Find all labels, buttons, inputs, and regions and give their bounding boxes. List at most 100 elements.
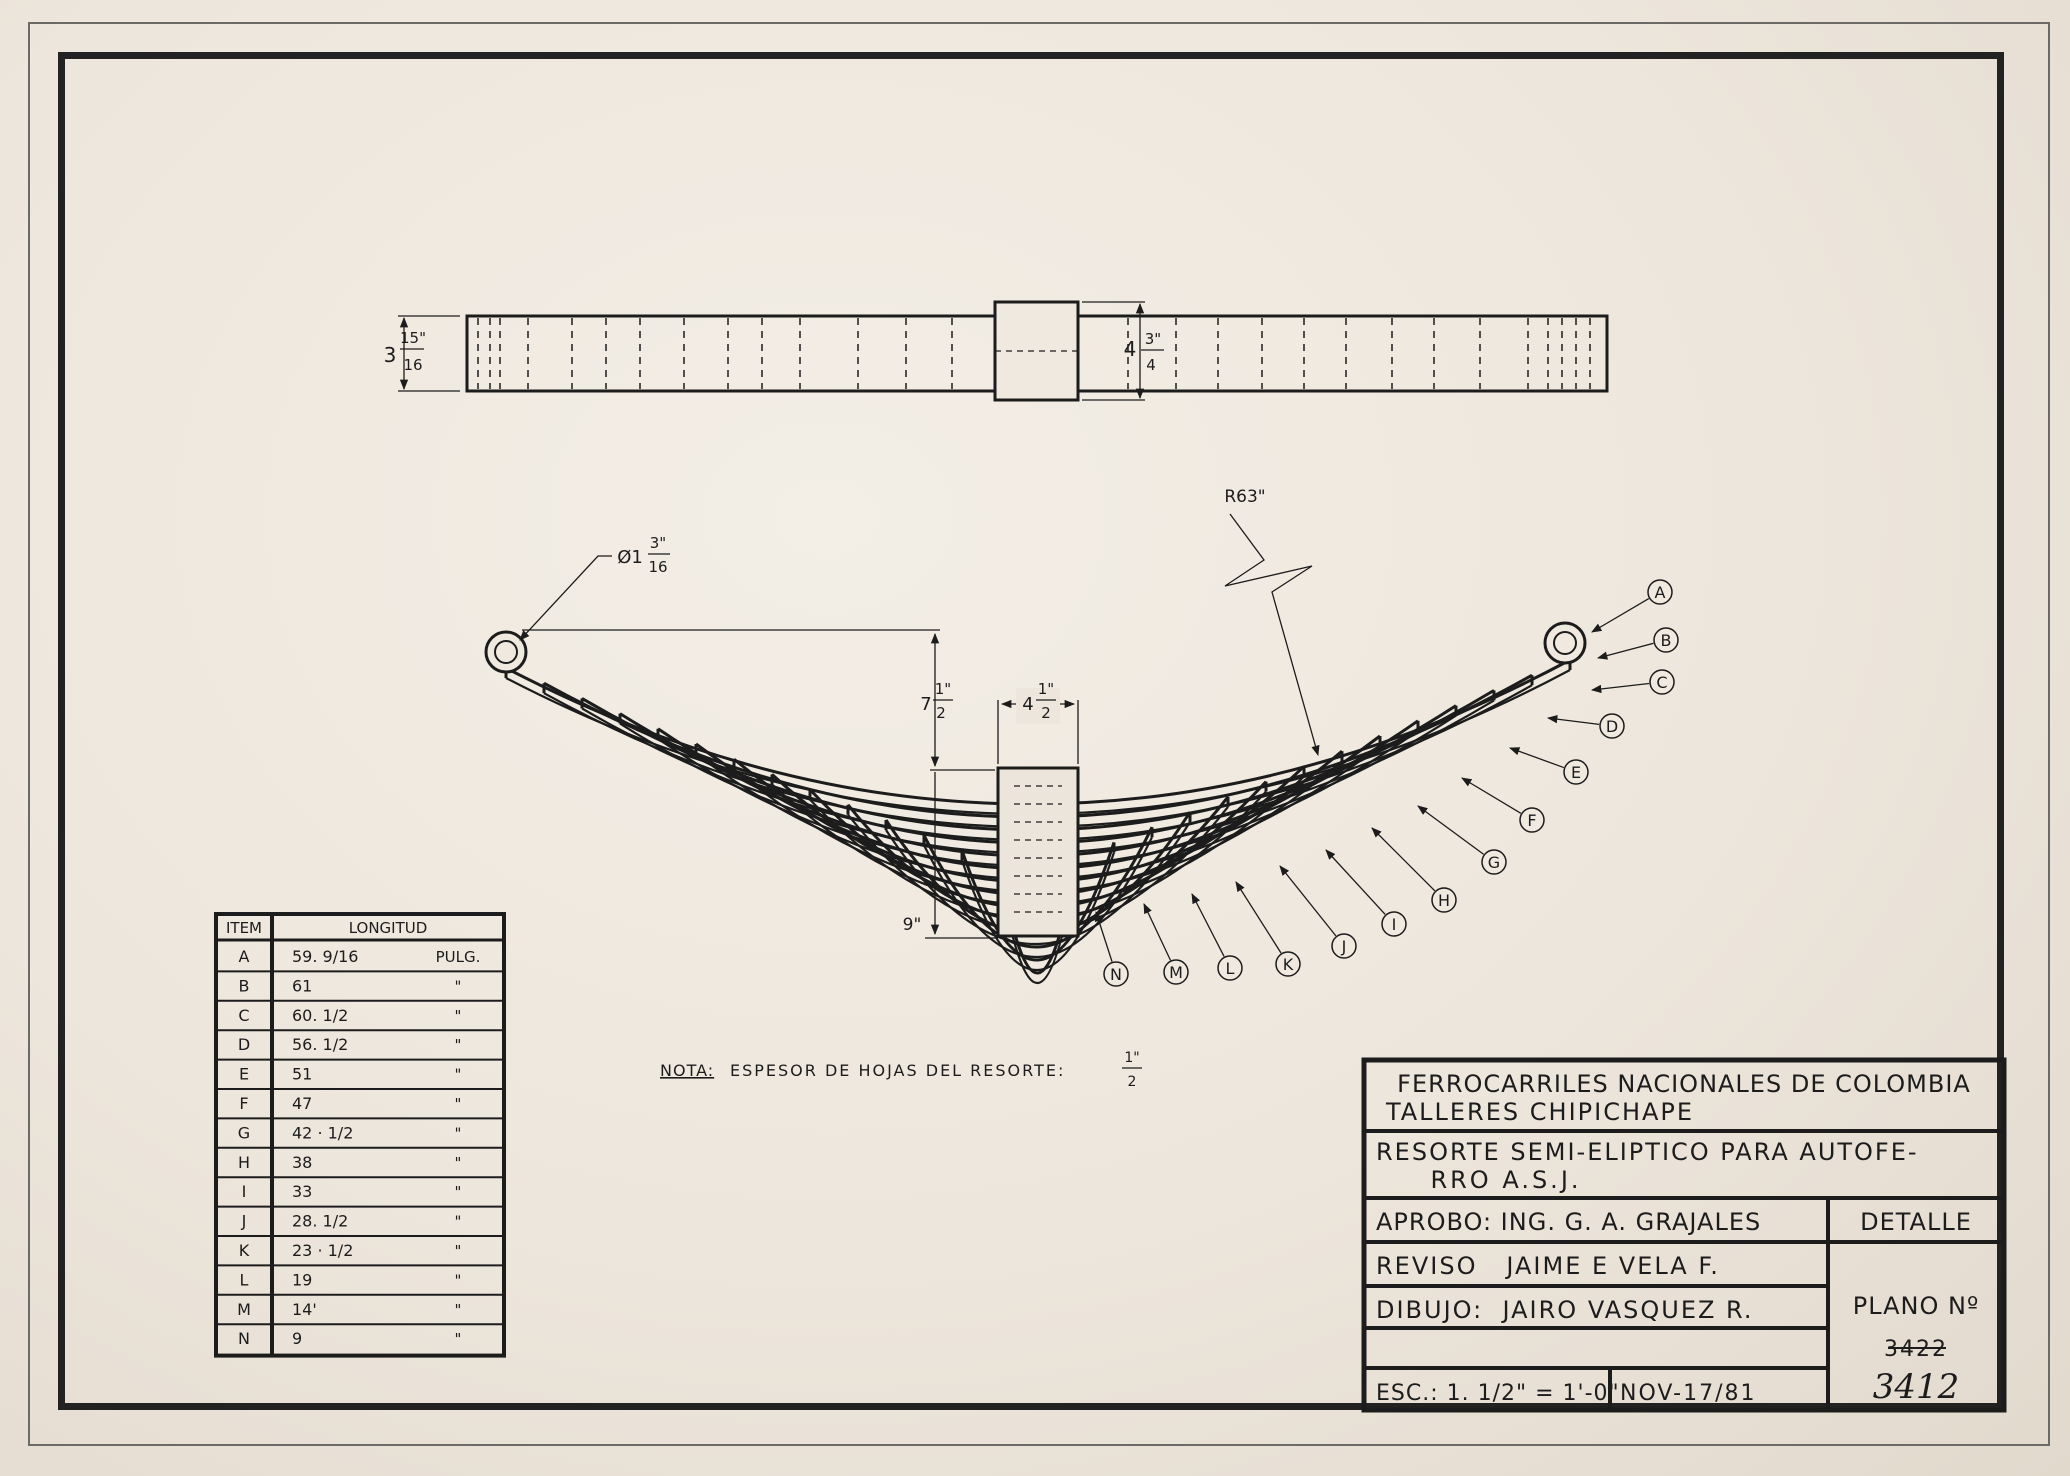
leaf-bottom-edge bbox=[923, 836, 1153, 959]
clamp-dim-num: 3" bbox=[1145, 330, 1161, 348]
callout-leader bbox=[1590, 682, 1650, 694]
table-row-unit: " bbox=[455, 1213, 462, 1231]
table-row-unit: " bbox=[455, 1242, 462, 1260]
clamp-dim-whole: 4 bbox=[1124, 337, 1137, 361]
callout-leader bbox=[1371, 827, 1436, 892]
table-row-length: 51 bbox=[292, 1065, 312, 1084]
left-eye-bore bbox=[494, 640, 518, 664]
outer-thin-border bbox=[28, 22, 2050, 1446]
callout-label-l: L bbox=[1226, 959, 1235, 978]
callout-leader bbox=[1279, 865, 1337, 937]
table-row-length: 47 bbox=[292, 1094, 312, 1113]
table-row-unit: " bbox=[455, 1330, 462, 1348]
table-row-item: H bbox=[238, 1153, 250, 1172]
callout-label-h: H bbox=[1438, 891, 1450, 910]
callout-balloon bbox=[1519, 807, 1545, 833]
table-row-unit: " bbox=[455, 1036, 462, 1054]
table-row-unit: " bbox=[455, 1007, 462, 1025]
note-text: ESPESOR DE HOJAS DEL RESORTE: bbox=[730, 1061, 1065, 1080]
camber-whole: 7 bbox=[920, 694, 931, 715]
callout-label-e: E bbox=[1571, 763, 1581, 782]
callout-balloon bbox=[1481, 849, 1507, 875]
callout-balloon bbox=[1647, 579, 1673, 605]
note-frac-den: 2 bbox=[1128, 1074, 1137, 1090]
clamp-length-den: 2 bbox=[1041, 704, 1051, 722]
callout-balloon bbox=[1163, 959, 1189, 985]
callout-balloon bbox=[1599, 713, 1625, 739]
callout-leader bbox=[1591, 598, 1650, 633]
callout-label-d: D bbox=[1606, 717, 1618, 736]
radius-leader bbox=[1224, 513, 1320, 757]
table-row-length: 60. 1/2 bbox=[292, 1006, 348, 1025]
callout-leader bbox=[1461, 777, 1522, 814]
camber-den: 2 bbox=[936, 704, 946, 722]
table-row-unit: " bbox=[455, 1154, 462, 1172]
table-row-length: 61 bbox=[292, 976, 312, 995]
leaf-top-edge bbox=[960, 841, 1116, 962]
callout-balloon bbox=[1381, 911, 1407, 937]
table-row-item: C bbox=[238, 1006, 249, 1025]
clamp-length-num: 1" bbox=[1038, 680, 1054, 698]
note-frac-num: 1" bbox=[1124, 1050, 1139, 1066]
drawing-title-line1: RESORTE SEMI-ELIPTICO PARA AUTOFE- bbox=[1376, 1138, 1919, 1166]
table-row-item: N bbox=[238, 1329, 250, 1348]
plan-number-old: 3422 bbox=[1884, 1337, 1948, 1362]
workshop-name: TALLERES CHIPICHAPE bbox=[1385, 1098, 1694, 1126]
table-row-item: E bbox=[239, 1065, 249, 1084]
table-row-unit: PULG. bbox=[436, 948, 481, 966]
callout-leader bbox=[1235, 881, 1282, 954]
callout-label-n: N bbox=[1110, 965, 1122, 984]
callout-leader bbox=[1509, 747, 1565, 769]
top-view bbox=[398, 300, 1609, 402]
table-row-item: D bbox=[238, 1035, 250, 1054]
table-row-item: M bbox=[237, 1300, 251, 1319]
callout-balloon bbox=[1649, 669, 1675, 695]
table-row-unit: " bbox=[455, 1271, 462, 1289]
company-name: FERROCARRILES NACIONALES DE COLOMBIA bbox=[1397, 1070, 1971, 1098]
table-row-length: 42 · 1/2 bbox=[292, 1123, 353, 1142]
short-leaf-dim: 9" bbox=[903, 915, 922, 935]
date: NOV-17/81 bbox=[1620, 1381, 1757, 1406]
callout-balloon bbox=[1217, 955, 1243, 981]
callout-leader bbox=[1143, 903, 1172, 961]
callout-balloon bbox=[1563, 759, 1589, 785]
table-row-item: K bbox=[239, 1241, 250, 1260]
eye-dia-den: 16 bbox=[648, 558, 667, 576]
callout-label-i: I bbox=[1392, 915, 1397, 934]
callout-label-a: A bbox=[1655, 583, 1666, 602]
callout-leader bbox=[1596, 642, 1654, 660]
table-row-length: 14' bbox=[292, 1300, 317, 1319]
table-outline bbox=[214, 912, 506, 1358]
camber-num: 1" bbox=[935, 680, 951, 698]
callout-leader bbox=[1546, 715, 1600, 726]
width-dim-whole: 3 bbox=[384, 343, 397, 367]
callout-leader bbox=[1325, 849, 1386, 915]
table-row-item: B bbox=[239, 976, 250, 995]
table-row-item: J bbox=[241, 1212, 247, 1231]
callout-balloon bbox=[1275, 951, 1301, 977]
table-row-length: 33 bbox=[292, 1182, 312, 1201]
right-eye bbox=[1543, 621, 1587, 665]
eye-dia-prefix: Ø1 bbox=[617, 547, 643, 568]
table-row-item: I bbox=[242, 1182, 247, 1201]
table-row-length: 38 bbox=[292, 1153, 312, 1172]
leaf-top-edge bbox=[922, 826, 1154, 949]
callout-balloon bbox=[1103, 961, 1129, 987]
callout-leader bbox=[1094, 911, 1113, 962]
clamp-length-whole: 4 bbox=[1022, 694, 1033, 715]
side-view-clamp bbox=[996, 766, 1080, 938]
table-header-item: ITEM bbox=[226, 919, 262, 937]
drawing-frame bbox=[58, 52, 2004, 1410]
leaf-bottom-edge bbox=[885, 821, 1191, 946]
reviewed-by: REVISO JAIME E VELA F. bbox=[1376, 1252, 1720, 1280]
note-label: NOTA: bbox=[660, 1061, 714, 1080]
scale: ESC.: 1. 1/2" = 1'-0" bbox=[1376, 1381, 1620, 1406]
table-row-length: 56. 1/2 bbox=[292, 1035, 348, 1054]
left-eye bbox=[484, 630, 528, 674]
plan-number-new: 3412 bbox=[1873, 1367, 1960, 1407]
clamp-dim-den: 4 bbox=[1146, 356, 1156, 374]
table-row-item: A bbox=[239, 947, 250, 966]
width-dim-den: 16 bbox=[403, 356, 422, 374]
